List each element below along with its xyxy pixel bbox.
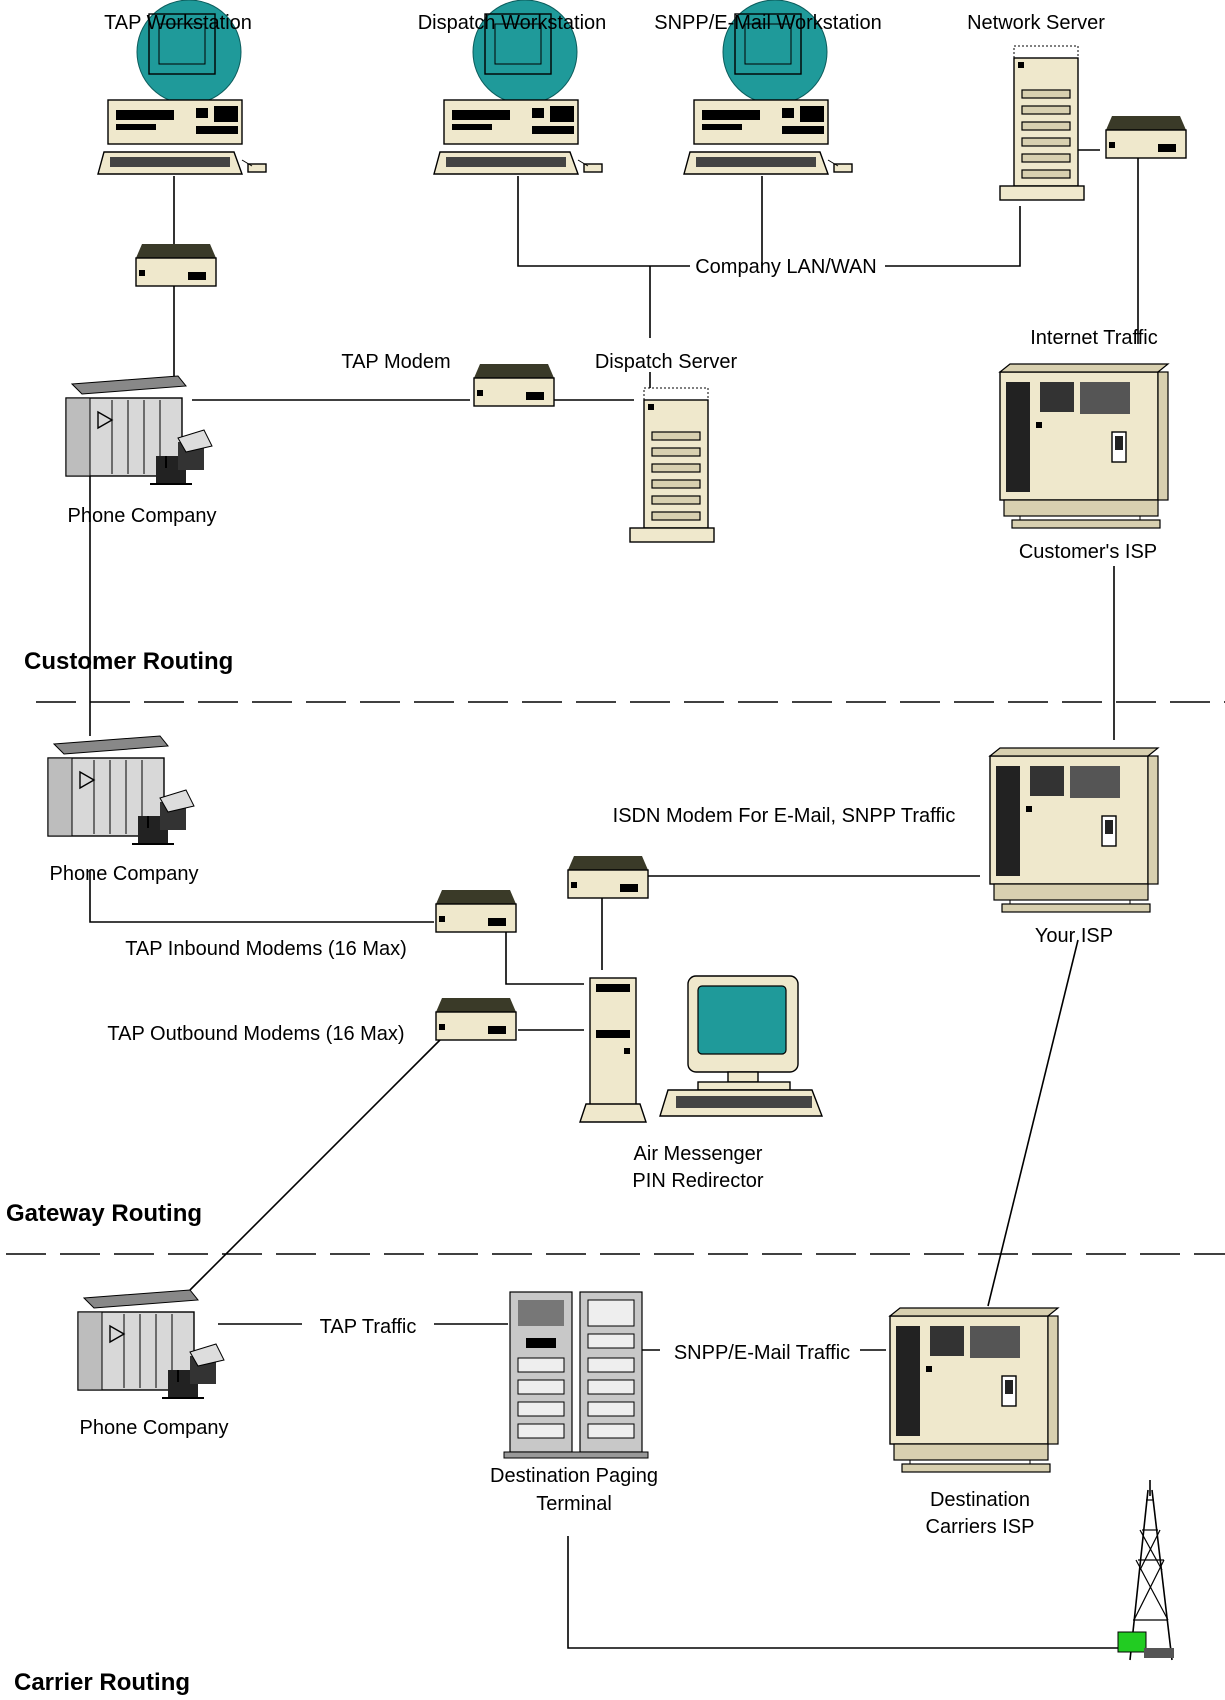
destination-label: Destination (930, 1489, 1030, 1511)
network-server-label: Network Server (967, 12, 1105, 34)
redirector-monitor-icon (659, 975, 824, 1117)
phone-company-label: Phone Company (68, 505, 217, 527)
dispatch-server-label: Dispatch Server (595, 351, 738, 373)
connection-lines (89, 149, 1139, 1649)
isdn-modem-icon (567, 855, 649, 899)
redirector-tower-icon (579, 977, 647, 1123)
phone-company-icon (65, 375, 213, 485)
tap-modem-icon (473, 363, 555, 407)
phone-company-icon (47, 735, 195, 845)
destination-paging-label: Destination Paging (490, 1465, 658, 1487)
tap-workstation-modem-icon (135, 243, 217, 287)
dispatch-workstation-label: Dispatch Workstation (418, 12, 607, 34)
dispatch-server-icon (629, 387, 715, 543)
destination-isp-icon (889, 1307, 1059, 1473)
company-lan-label: Company LAN/WAN (695, 256, 877, 278)
network-modem-icon (1105, 115, 1187, 159)
snpp-traffic-label: SNPP/E-Mail Traffic (674, 1342, 850, 1364)
carriers-isp-label: Carriers ISP (926, 1516, 1035, 1538)
tap-traffic-label: TAP Traffic (320, 1316, 417, 1338)
tap-outbound-modem-icon (435, 997, 517, 1041)
air-messenger-label: Air Messenger (634, 1143, 763, 1165)
terminal-label: Terminal (536, 1493, 612, 1515)
phone-company-label: Phone Company (80, 1417, 229, 1439)
pin-redirector-label: PIN Redirector (632, 1170, 763, 1192)
gateway-routing-heading: Gateway Routing (6, 1200, 202, 1227)
your-isp-label: Your ISP (1035, 925, 1113, 947)
carrier-routing-heading: Carrier Routing (14, 1669, 190, 1696)
tap-inbound-label: TAP Inbound Modems (16 Max) (125, 938, 407, 960)
snpp-workstation-label: SNPP/E-Mail Workstation (654, 12, 881, 34)
your-isp-icon (989, 747, 1159, 913)
isdn-modem-label: ISDN Modem For E-Mail, SNPP Traffic (613, 805, 956, 827)
tap-outbound-label: TAP Outbound Modems (16 Max) (107, 1023, 404, 1045)
tap-modem-label: TAP Modem (341, 351, 450, 373)
tap-inbound-modem-icon (435, 889, 517, 933)
customers-isp-icon (999, 363, 1169, 529)
network-server-icon (999, 45, 1085, 201)
paging-terminal-icon (503, 1291, 649, 1459)
customers-isp-label: Customer's ISP (1019, 541, 1157, 563)
phone-company-icon (77, 1289, 225, 1399)
tap-workstation-label: TAP Workstation (104, 12, 252, 34)
customer-routing-heading: Customer Routing (24, 648, 233, 675)
radio-tower-icon (1117, 1480, 1174, 1661)
phone-company-label: Phone Company (50, 863, 199, 885)
internet-traffic-label: Internet Traffic (1030, 327, 1157, 349)
